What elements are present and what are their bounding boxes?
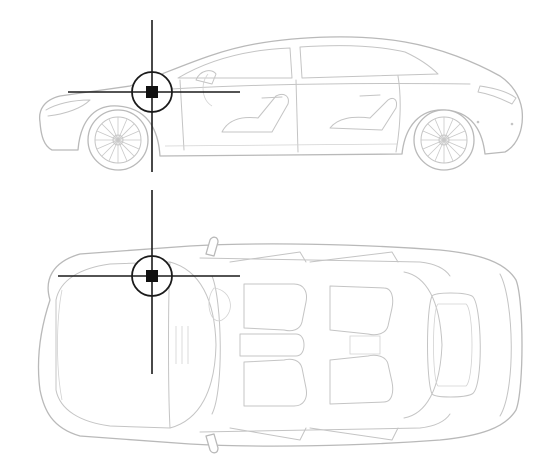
top-door-front-left bbox=[229, 251, 307, 263]
side-taillight bbox=[477, 85, 517, 105]
top-trunk-hatch bbox=[427, 292, 481, 398]
top-wiper-area bbox=[175, 326, 189, 364]
side-door-line-mid bbox=[295, 79, 299, 153]
top-body-outline bbox=[37, 243, 523, 447]
top-seat-rear-left bbox=[329, 285, 394, 336]
top-dashboard bbox=[211, 275, 221, 415]
side-sensor-dot bbox=[476, 120, 480, 124]
top-trunk-inner bbox=[433, 303, 473, 387]
top-roof-left bbox=[199, 257, 451, 277]
side-mirror bbox=[195, 70, 217, 85]
side-headlight bbox=[45, 99, 91, 117]
top-location-marker bbox=[58, 190, 240, 374]
top-rear-armrest bbox=[349, 335, 381, 355]
top-roof-right bbox=[199, 413, 451, 433]
side-front-window bbox=[177, 47, 293, 79]
side-handle-front bbox=[261, 96, 283, 99]
side-door-line-rear bbox=[395, 75, 401, 153]
side-front-seat bbox=[221, 93, 289, 133]
top-seat-rear-right bbox=[329, 354, 394, 405]
top-rear-window bbox=[403, 271, 443, 419]
top-door-rear-right bbox=[309, 427, 399, 441]
side-front-wheel bbox=[87, 109, 149, 171]
top-mirror-left bbox=[205, 236, 219, 257]
side-handle-rear bbox=[359, 94, 381, 97]
side-body-outline bbox=[38, 36, 524, 157]
marker-square bbox=[146, 270, 158, 282]
top-center-console bbox=[239, 333, 305, 357]
top-seat-front-left bbox=[243, 283, 307, 332]
marker-square bbox=[146, 86, 158, 98]
top-door-front-right bbox=[229, 427, 307, 441]
top-front-bumper bbox=[57, 289, 63, 401]
top-seat-front-right bbox=[243, 358, 307, 407]
side-rocker bbox=[164, 143, 399, 147]
top-hood bbox=[55, 261, 171, 429]
car-side-view bbox=[38, 36, 524, 171]
car-top-view bbox=[37, 236, 523, 454]
top-steering-wheel bbox=[208, 287, 231, 322]
side-rear-window bbox=[299, 45, 439, 79]
side-rear-seat bbox=[329, 97, 397, 131]
top-door-rear-left bbox=[309, 251, 399, 263]
side-sensor-dot bbox=[510, 122, 514, 126]
side-rear-wheel bbox=[413, 109, 475, 171]
top-mirror-right bbox=[205, 433, 219, 454]
side-location-marker bbox=[68, 20, 240, 172]
top-rear-bumper bbox=[499, 273, 512, 417]
